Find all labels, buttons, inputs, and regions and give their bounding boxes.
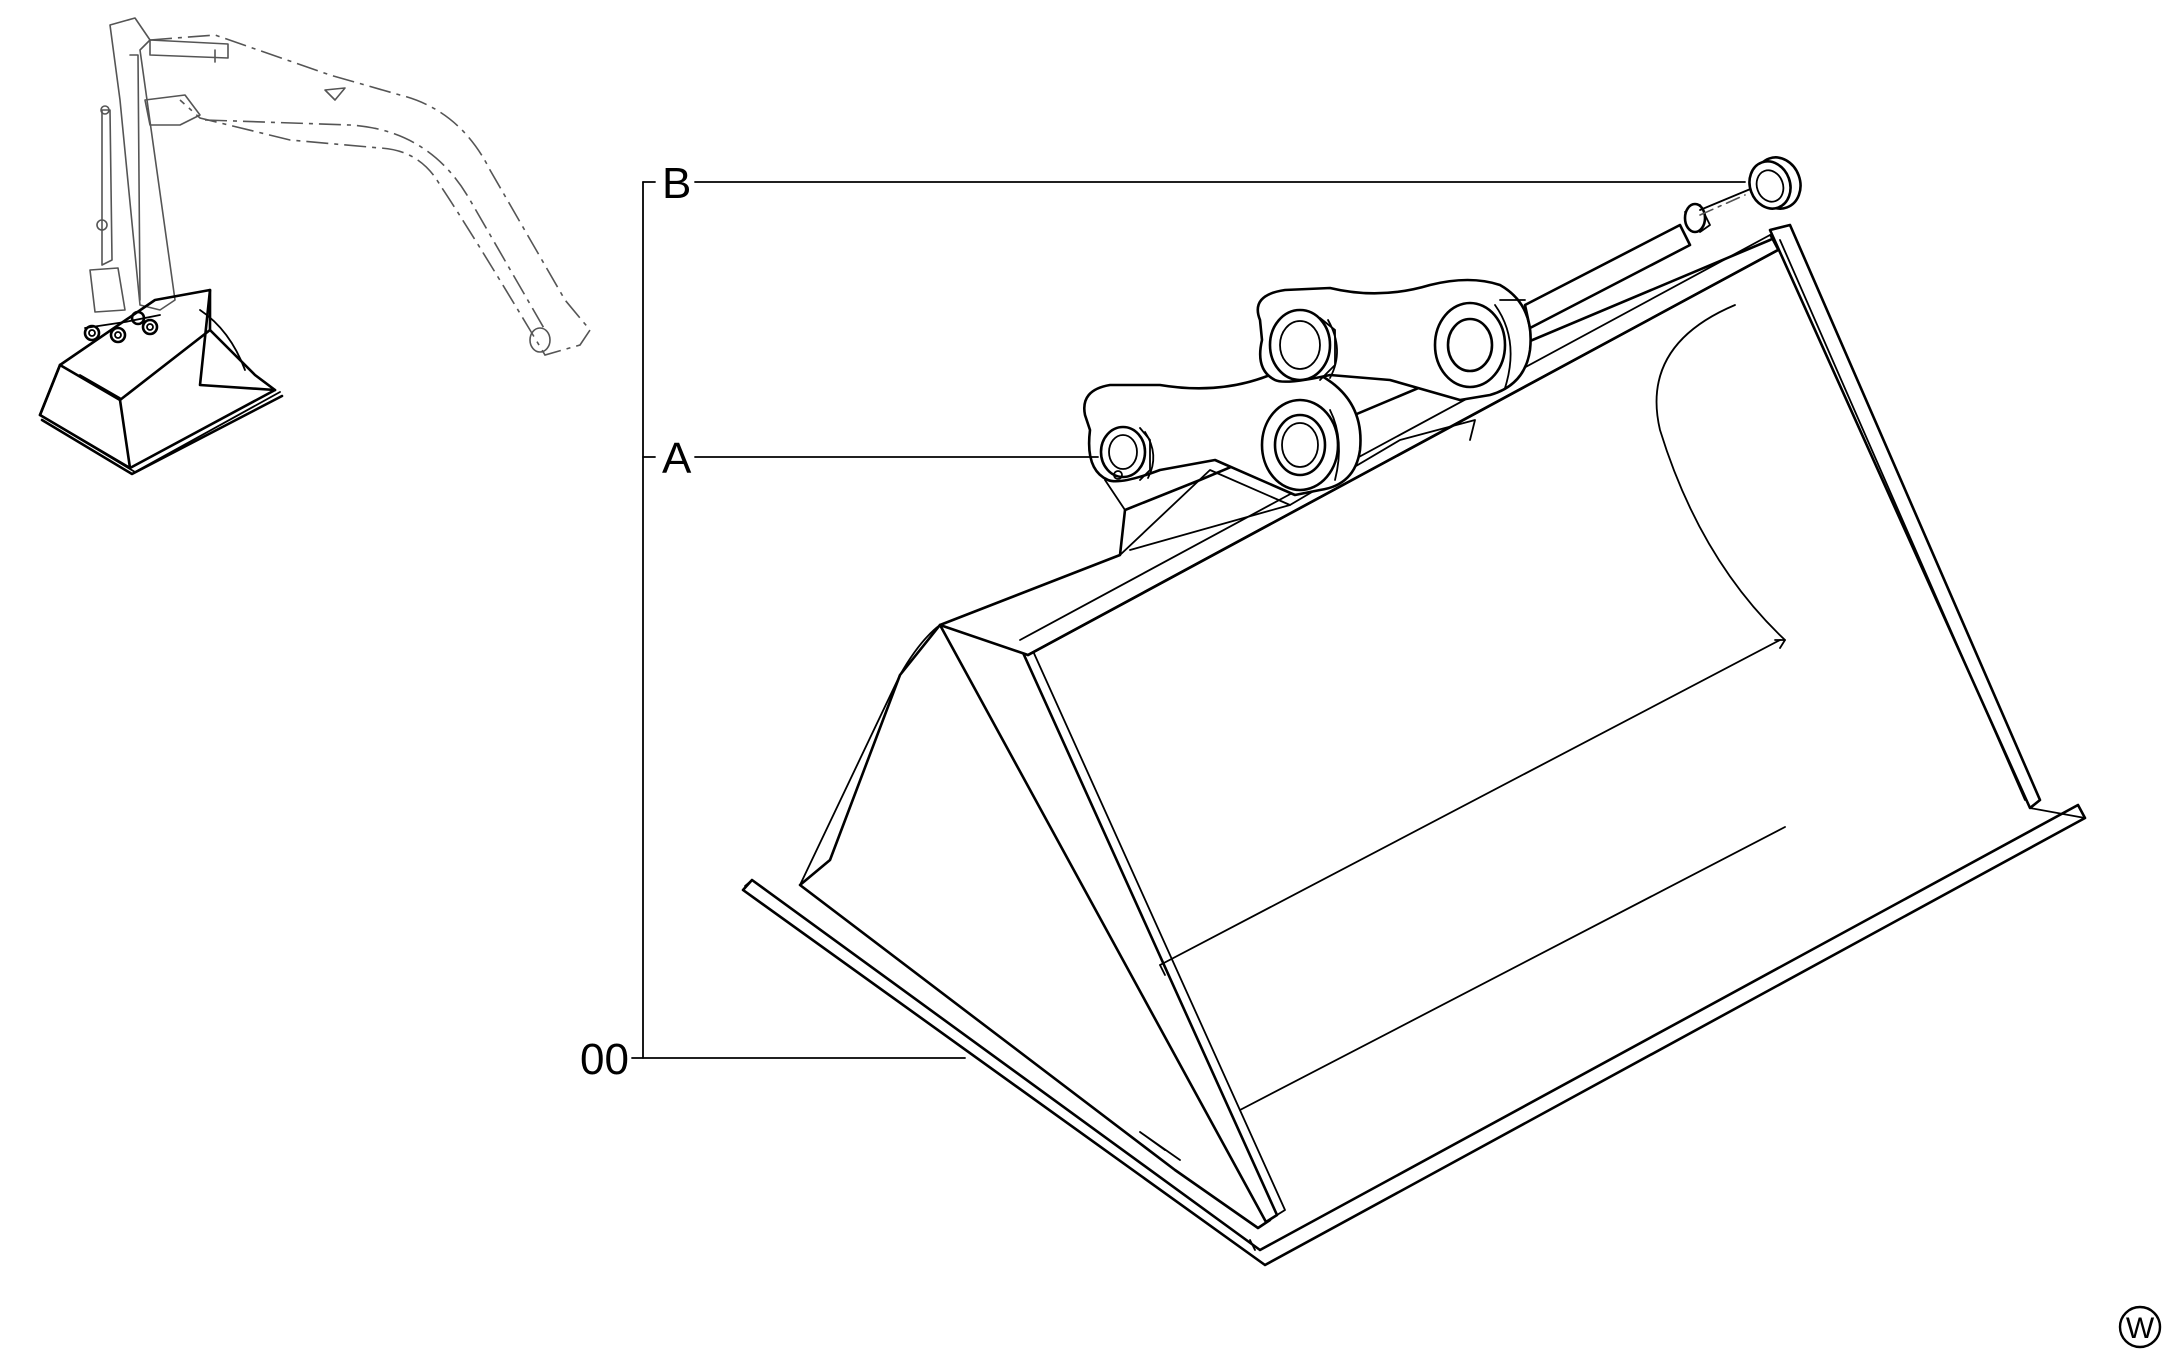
callout-b-label: B [662, 159, 691, 208]
circled-w-icon: W [2118, 1305, 2162, 1349]
callout-leaders [631, 181, 1746, 1059]
callout-a-label: A [662, 434, 692, 483]
badge-text: W [2126, 1312, 2155, 1345]
upper-pin-boss-icon [1256, 278, 1532, 402]
lower-pin-boss-icon [1083, 368, 1362, 497]
bucket-drawing-icon [741, 223, 2087, 1267]
bushing-ring-icon [1748, 156, 1802, 210]
excavator-arm-overview-icon [38, 17, 591, 476]
callout-assembly-label: 00 [580, 1035, 629, 1084]
